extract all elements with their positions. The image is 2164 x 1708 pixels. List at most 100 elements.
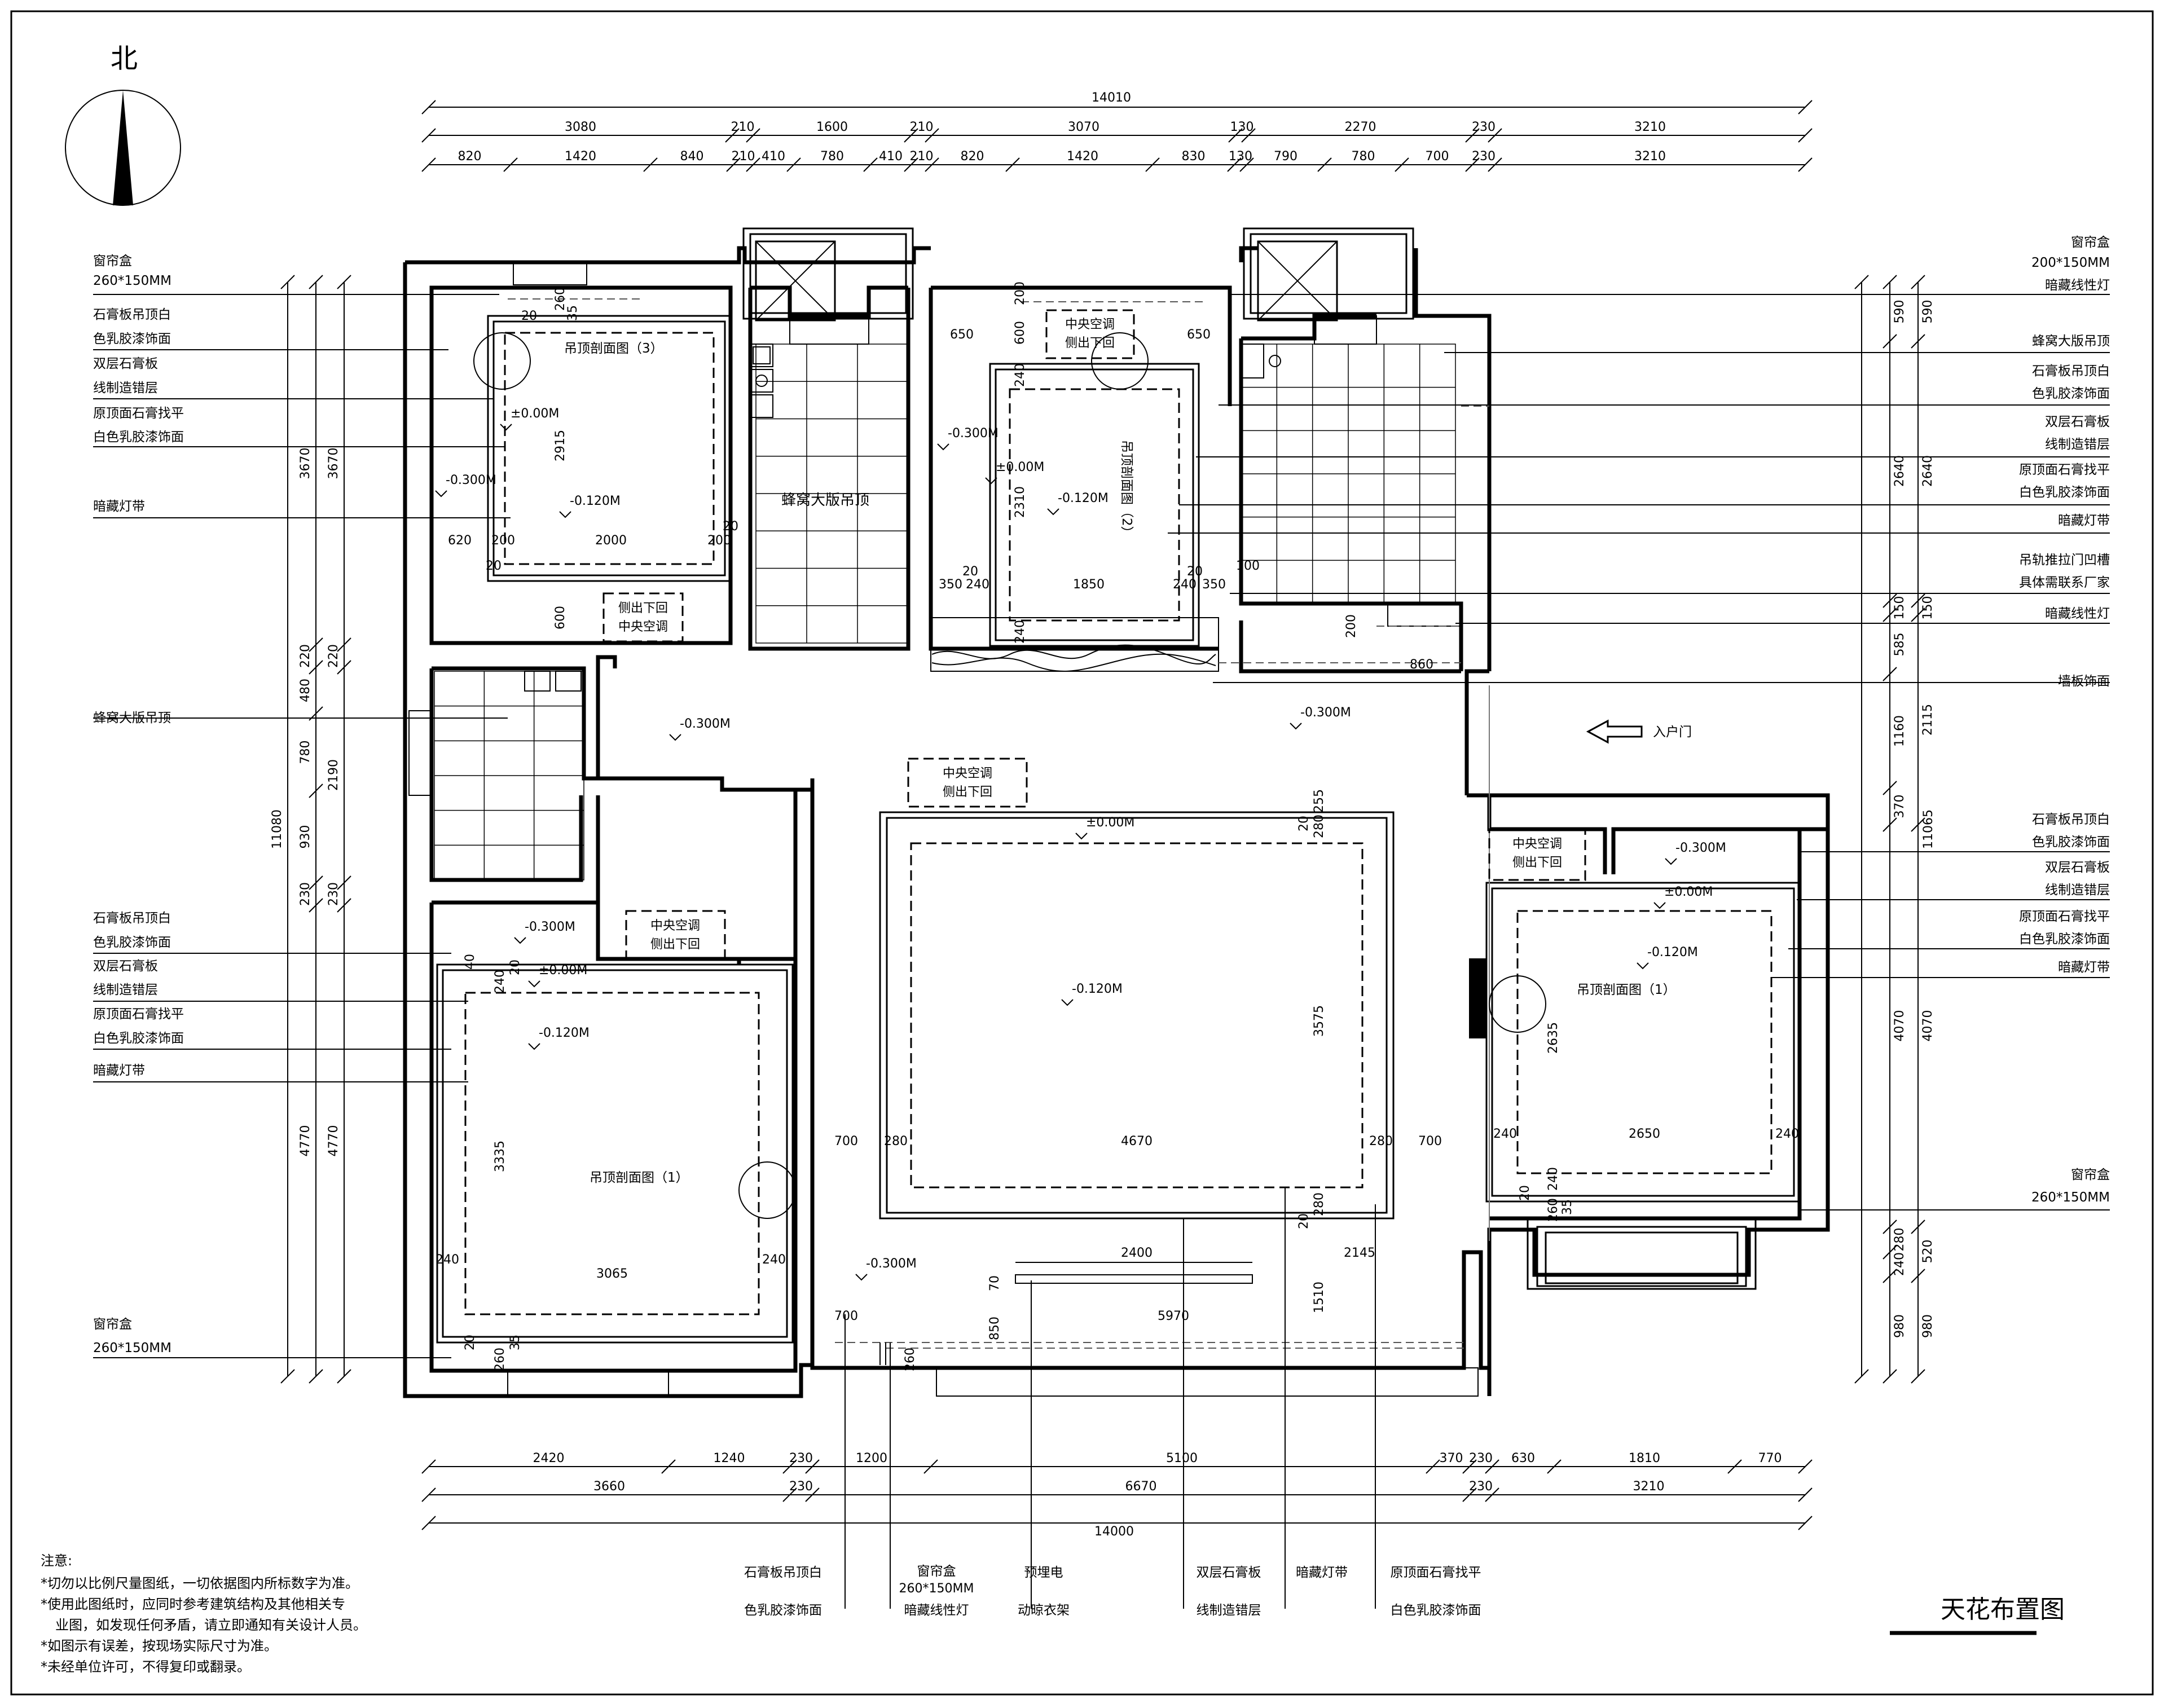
inner-dim: 35 — [566, 305, 580, 321]
left-callout-line1: 蜂窝大版吊顶 — [93, 711, 171, 725]
dim-tick — [923, 1459, 938, 1474]
inner-dim: 20 — [1518, 1185, 1532, 1201]
inner-dim: 3335 — [493, 1141, 507, 1172]
dim-right-outer: 150 — [1921, 596, 1935, 620]
dim-tick — [1798, 1459, 1813, 1474]
level-icon — [500, 424, 512, 431]
dim-tick — [1426, 1459, 1440, 1474]
dim-top-row3: 830 — [1182, 149, 1206, 164]
level-icon — [1665, 858, 1677, 865]
dim-tick — [1882, 1369, 1897, 1384]
inner-dim: 280 — [1312, 1192, 1326, 1216]
dim-tick — [1882, 275, 1897, 289]
level-icon — [1061, 999, 1074, 1006]
dim-top-row2: 3210 — [1634, 120, 1666, 134]
ac-label: 侧出下回 — [1065, 336, 1115, 350]
dim-tick — [309, 637, 323, 652]
left-callout-line2: 线制造错层 — [93, 381, 158, 395]
dim-tick — [925, 128, 939, 143]
dim-bottom-row1: 230 — [789, 1451, 813, 1465]
level-icon — [435, 490, 447, 498]
dim-tick — [904, 157, 918, 172]
dim-top-row3: 3210 — [1634, 149, 1666, 164]
right-callout-line1: 蜂窝大版吊顶 — [2032, 334, 2110, 349]
inner-dim: 350 — [1202, 578, 1226, 592]
dim-tick — [1911, 593, 1925, 608]
inner-dim: 35 — [1560, 1199, 1574, 1215]
room-label-honeycomb: 蜂窝大版吊顶 — [781, 492, 869, 509]
dim-top-row2: 230 — [1472, 120, 1496, 134]
dim-right-inner: 590 — [1893, 300, 1907, 324]
inner-dim: 20 — [962, 565, 978, 579]
room-label-section1-left: 吊顶剖面图（1） — [590, 1170, 689, 1185]
level-mark: -0.300M — [948, 426, 999, 441]
bottom-callout-line3: 暗藏线性灯 — [904, 1603, 969, 1618]
dim-left-outer: 220 — [327, 644, 341, 668]
entrance-arrow-icon — [1586, 719, 1643, 744]
inner-dim: 700 — [1418, 1134, 1442, 1148]
dim-left-inner: 4770 — [298, 1125, 313, 1157]
bottom-callout-line2: 260*150MM — [899, 1582, 974, 1596]
right-callout-line2: 200*150MM — [2031, 256, 2110, 270]
dim-top-row2: 3070 — [1068, 120, 1099, 134]
dim-top-row3: 780 — [1352, 149, 1375, 164]
dim-tick — [1465, 157, 1480, 172]
inner-dim: 200 — [1344, 614, 1358, 638]
bottom-callout-line2: 色乳胶漆饰面 — [744, 1603, 822, 1618]
dim-tick — [805, 1487, 820, 1502]
inner-dim: 5970 — [1158, 1309, 1189, 1323]
left-callout-line2: 白色乳胶漆饰面 — [93, 1031, 184, 1046]
level-mark: ±0.00M — [996, 460, 1044, 474]
level-mark: ±0.00M — [1664, 885, 1713, 899]
inner-dim: 200 — [707, 534, 731, 548]
level-mark: -0.300M — [1300, 706, 1351, 720]
inner-dim: 200 — [491, 534, 515, 548]
inner-dim: 280 — [1312, 815, 1326, 838]
right-callout-line2: 线制造错层 — [2045, 883, 2110, 897]
inner-dim: 850 — [988, 1317, 1002, 1340]
dim-top-row3: 700 — [1426, 149, 1449, 164]
right-callout-line1: 窗帘盒 — [2071, 1168, 2110, 1182]
level-mark: -0.300M — [680, 717, 731, 731]
inner-dim: 700 — [834, 1309, 858, 1323]
level-mark: ±0.00M — [511, 407, 559, 421]
inner-dim: 2310 — [1013, 486, 1027, 518]
dim-tick — [1911, 334, 1925, 349]
notes-header: 注意: — [41, 1553, 72, 1569]
ac-label: 侧出下回 — [618, 601, 668, 615]
bottom-callout-line2: 白色乳胶漆饰面 — [1391, 1603, 1481, 1618]
right-callout-line1: 暗藏灯带 — [2058, 513, 2110, 528]
right-callout-line1: 吊轨推拉门凹槽 — [2019, 553, 2110, 567]
dim-right-total: 11065 — [1921, 809, 1936, 849]
dim-tick — [1465, 128, 1480, 143]
inner-dim: 280 — [884, 1134, 908, 1148]
right-callout-line1: 暗藏灯带 — [2058, 960, 2110, 975]
dim-tick — [782, 1487, 797, 1502]
dim-tick — [1882, 593, 1897, 608]
dim-tick — [1798, 157, 1813, 172]
dim-bottom-row1: 230 — [1469, 1451, 1493, 1465]
inner-dim: 650 — [1187, 328, 1211, 342]
dim-top-row3: 790 — [1274, 149, 1297, 164]
dim-tick — [904, 128, 918, 143]
inner-dim: 2000 — [595, 534, 627, 548]
dim-right-inner: 280 — [1893, 1228, 1907, 1252]
inner-dim: 700 — [834, 1134, 858, 1148]
dim-left-total: 11080 — [270, 809, 284, 849]
inner-dim: 240 — [762, 1253, 786, 1267]
level-mark: -0.120M — [1647, 945, 1698, 959]
inner-dim: 240 — [1013, 620, 1027, 644]
dim-right-outer: 590 — [1921, 300, 1935, 324]
left-callout-line1: 原顶面石膏找平 — [93, 406, 184, 421]
right-callout-line1: 原顶面石膏找平 — [2019, 909, 2110, 924]
dim-tick — [421, 1459, 436, 1474]
dim-tick — [1911, 1220, 1925, 1234]
left-callout-line2: 色乳胶漆饰面 — [93, 935, 171, 950]
inner-dim: 350 — [939, 578, 962, 592]
dim-tick — [1462, 1487, 1477, 1502]
inner-dim: 280 — [1369, 1134, 1393, 1148]
